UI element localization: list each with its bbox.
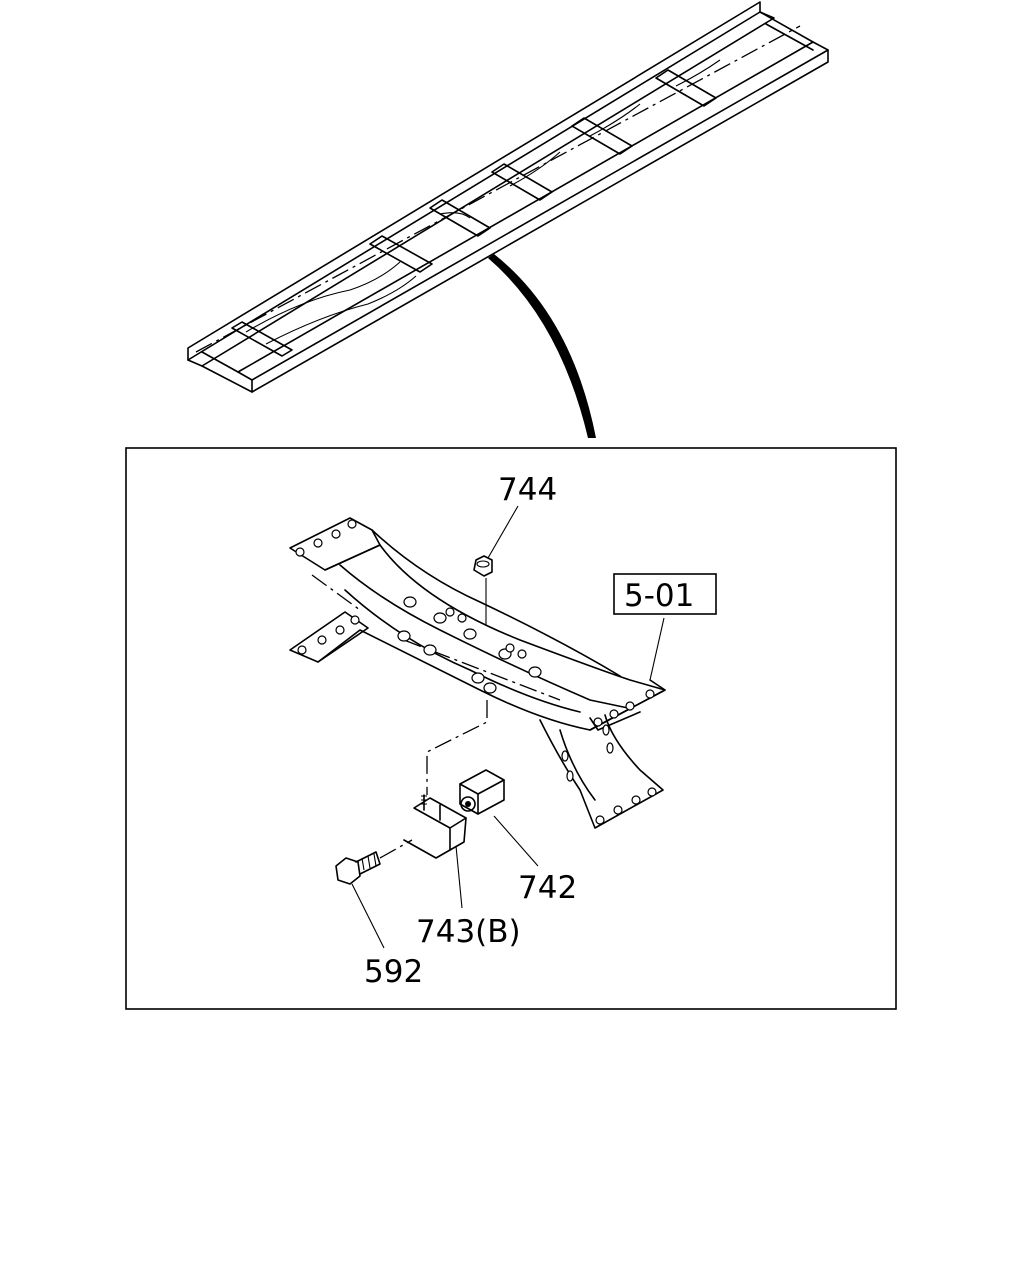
callout-743-b: 743(B) xyxy=(416,914,521,950)
crossmember-holes xyxy=(295,519,657,825)
callout-744: 744 xyxy=(498,472,557,508)
nut-744 xyxy=(473,555,493,626)
callout-box-5-01 xyxy=(613,573,717,615)
bracket-743-b xyxy=(403,794,467,859)
leader-lines xyxy=(351,505,665,949)
detail-frame xyxy=(125,447,897,1010)
mount-742 xyxy=(459,769,505,815)
callout-742: 742 xyxy=(518,870,577,906)
chassis-frame-overview xyxy=(187,1,829,438)
bolt-592 xyxy=(335,839,413,885)
callout-5-01: 5-01 xyxy=(624,578,694,614)
crossmember-5-01 xyxy=(289,517,666,829)
callout-592: 592 xyxy=(364,954,423,990)
